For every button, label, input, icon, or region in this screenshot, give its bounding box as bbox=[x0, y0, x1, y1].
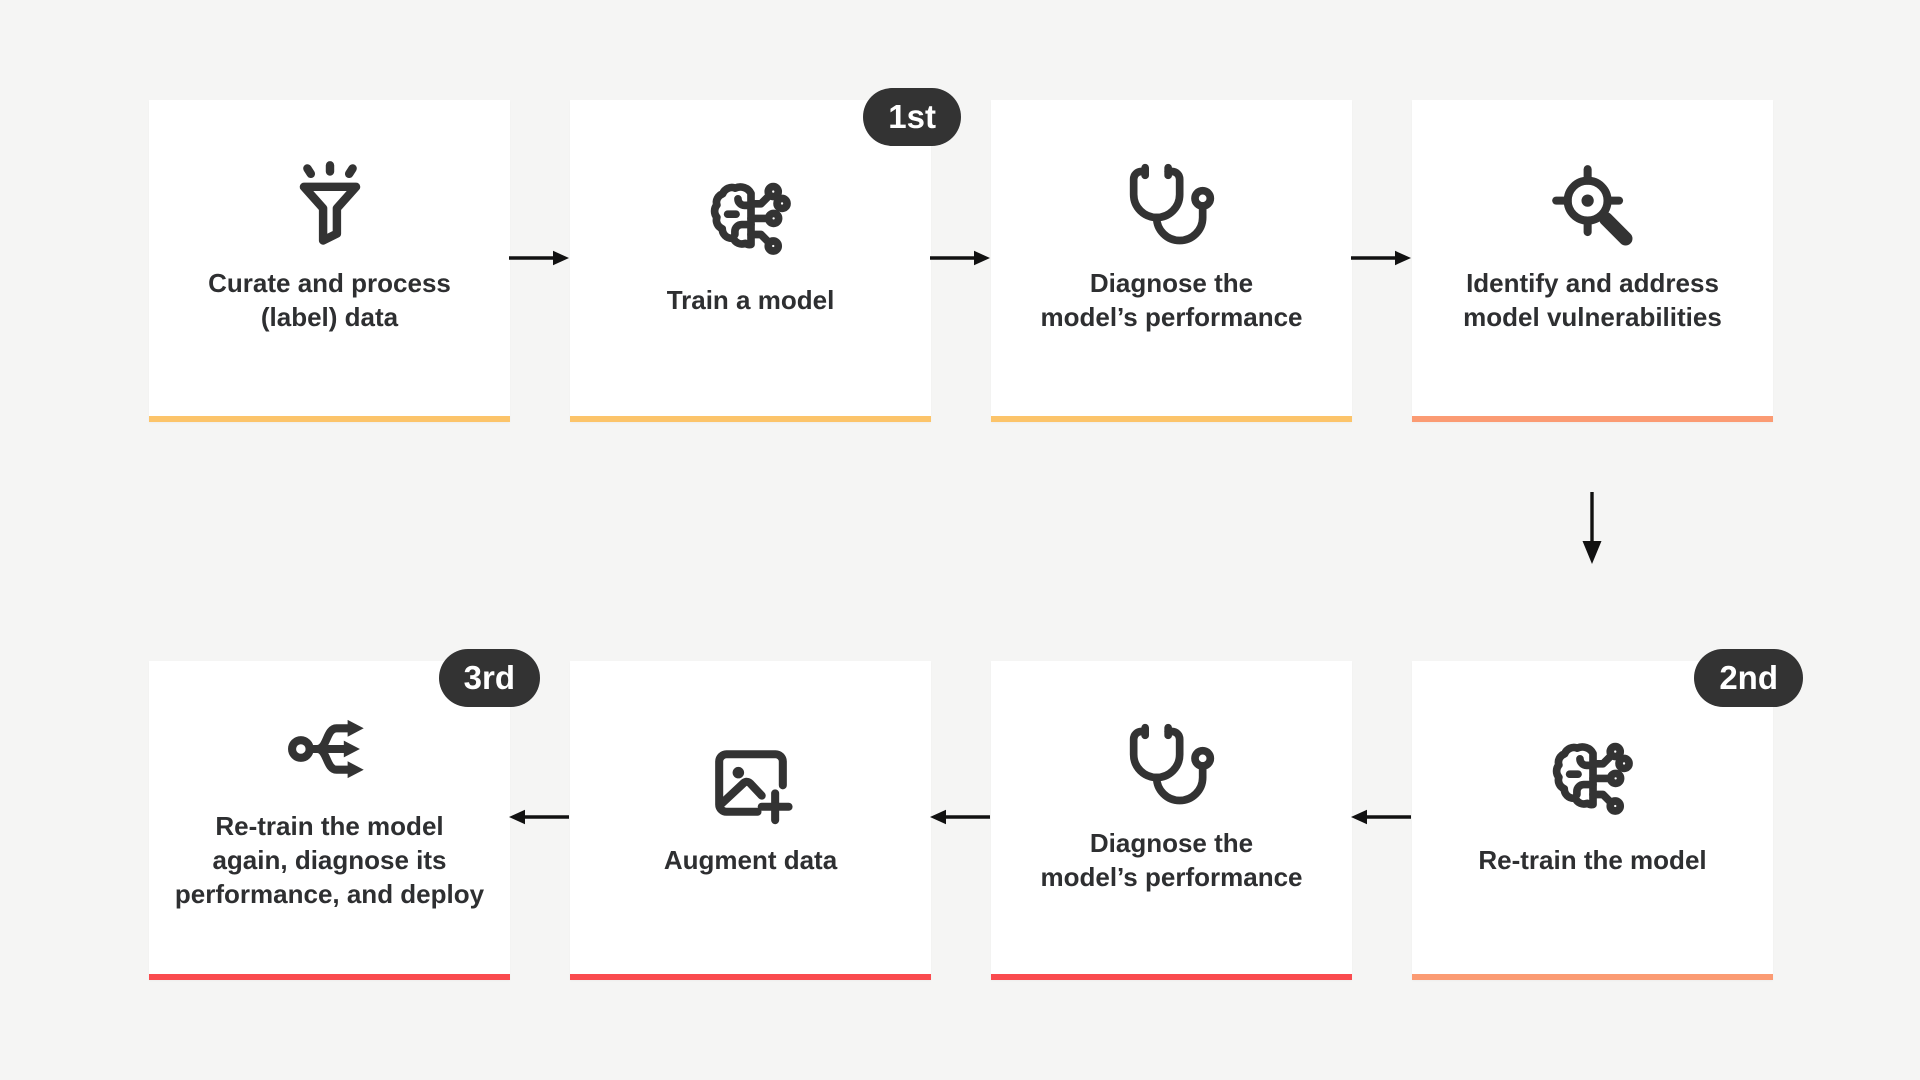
funnel-sparkle-icon bbox=[284, 160, 376, 252]
card-label: Curate and process (label) data bbox=[208, 268, 451, 332]
card-label: Re-train the model bbox=[1478, 844, 1707, 875]
arrow-right-icon bbox=[1350, 248, 1412, 273]
card-label: Diagnose the model’s performance bbox=[1040, 268, 1303, 332]
arrow-down-icon bbox=[1578, 490, 1606, 571]
card-identify-vulnerabilities: Identify and address model vulnerabiliti… bbox=[1412, 100, 1773, 422]
image-plus-icon bbox=[705, 737, 797, 829]
split-arrows-icon bbox=[284, 703, 376, 795]
order-badge-1st: 1st bbox=[863, 88, 961, 146]
card-label: Train a model bbox=[666, 285, 835, 315]
card-diagnose-performance-1: Diagnose the model’s performance bbox=[991, 100, 1352, 422]
arrow-right-icon bbox=[929, 248, 991, 273]
card-label: Diagnose the model’s performance bbox=[1040, 827, 1303, 892]
card-label: Re-train the model again, diagnose its p… bbox=[174, 810, 485, 909]
card-retrain-diagnose-deploy: 3rd Re-train the model again, diagnose i… bbox=[149, 649, 540, 980]
card-retrain-model: 2nd Re-train the model bbox=[1412, 649, 1803, 980]
arrow-left-icon bbox=[1350, 807, 1412, 832]
card-curate-process-data: Curate and process (label) data bbox=[149, 100, 510, 422]
arrow-right-icon bbox=[508, 248, 570, 273]
brain-circuit-icon bbox=[1547, 737, 1639, 829]
stethoscope-icon bbox=[1126, 720, 1218, 812]
card-label: Identify and address model vulnerabiliti… bbox=[1463, 268, 1722, 332]
card-diagnose-performance-2: Diagnose the model’s performance bbox=[991, 661, 1352, 980]
order-badge-3rd: 3rd bbox=[438, 649, 540, 707]
brain-circuit-icon bbox=[705, 177, 797, 269]
card-augment-data: Augment data bbox=[570, 661, 931, 980]
stethoscope-icon bbox=[1126, 160, 1218, 252]
crosshair-magnifier-icon bbox=[1547, 160, 1639, 252]
card-train-model: 1st Train a model bbox=[570, 88, 961, 422]
card-label: Augment data bbox=[663, 844, 838, 875]
arrow-left-icon bbox=[929, 807, 991, 832]
order-badge-2nd: 2nd bbox=[1694, 649, 1803, 707]
arrow-left-icon bbox=[508, 807, 570, 832]
